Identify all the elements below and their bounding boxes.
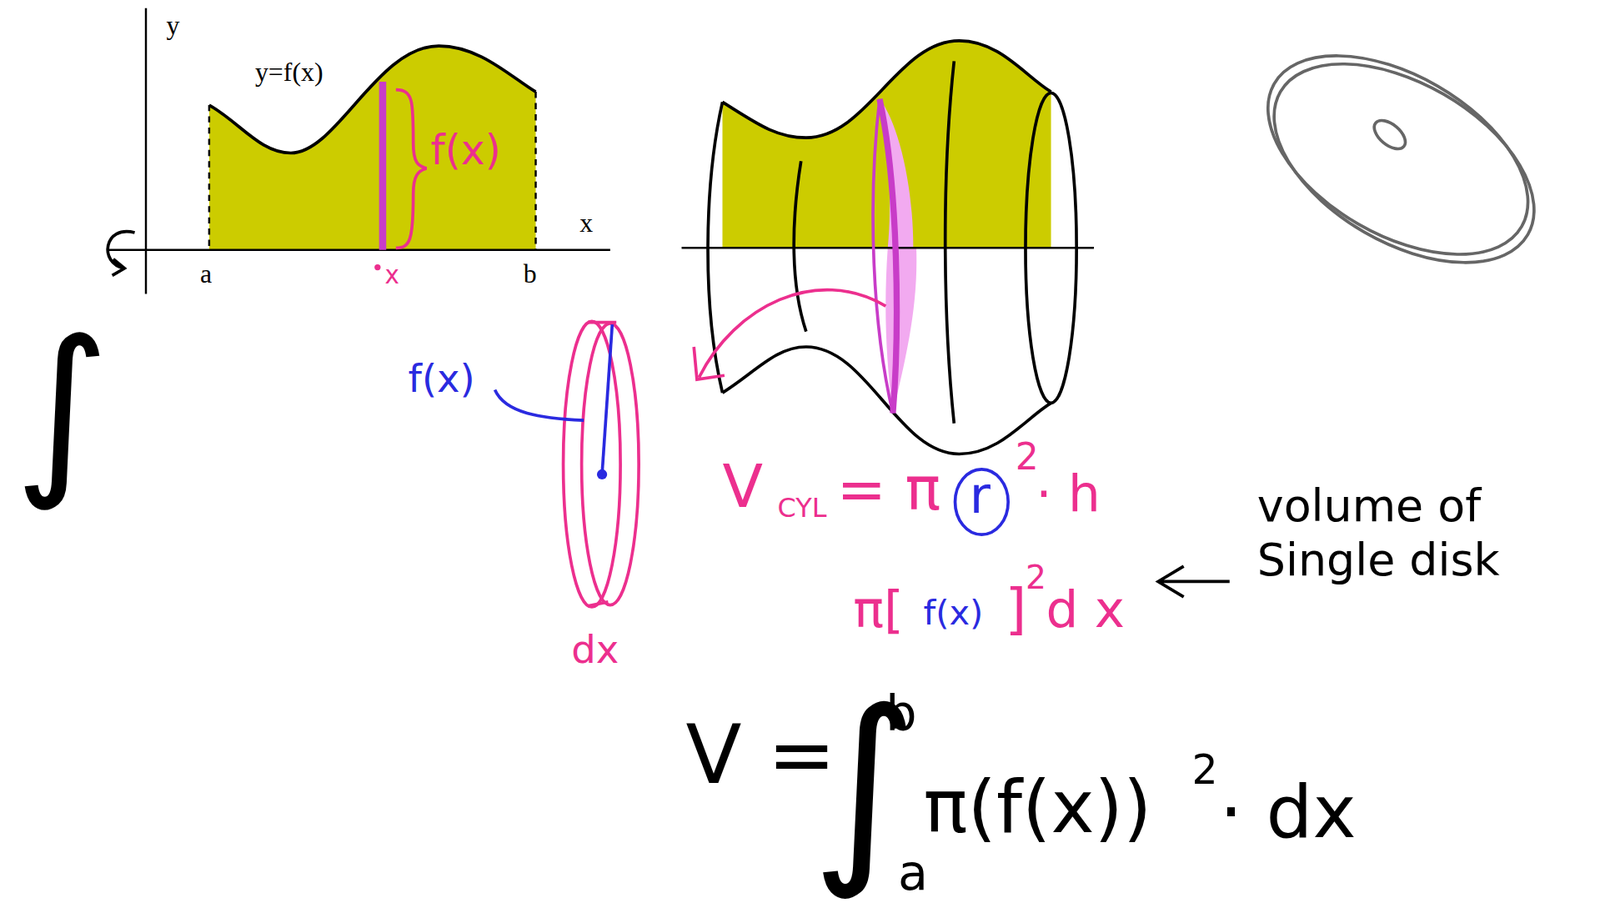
strip [379,81,387,251]
pointing-arrow [1158,566,1230,597]
radius-label: f(x) [408,359,476,399]
disk [581,323,640,606]
cd-sketch [1234,15,1569,304]
formula-exponent: 2 [1025,561,1047,594]
disk [563,321,622,607]
rotation-symbol [107,231,135,276]
formula-part: r [969,469,991,521]
axis-label: x [579,210,593,237]
dot [374,264,381,271]
disk-edge [587,322,617,607]
formula-subscript: CYL [777,495,828,522]
radius-line [601,324,612,475]
formula-part: f(x) [923,595,984,631]
disk-slice [872,99,893,414]
curve-label: y=f(x) [255,59,324,86]
integral-limit: b [885,689,917,739]
formula-exponent: 2 [1191,750,1218,792]
formula-part: π(f(x)) [923,770,1153,844]
circle-mark [955,469,1009,535]
axes [107,8,611,295]
formula-part: π[ [852,583,904,635]
formula-part: d x [1045,583,1125,635]
pointer-arrow [693,290,886,381]
bound-label: a [200,260,212,288]
brace [396,90,427,249]
integral-limit: a [897,848,928,898]
center-dot [596,469,607,480]
axis-label: y [165,12,180,40]
formula-part: · dx [1219,775,1357,849]
height-label: f(x) [430,130,501,172]
formula-exponent: 2 [1015,438,1039,476]
bound-label: b [523,260,537,288]
bound-line [209,91,537,251]
strip-label: x [384,263,399,288]
formula-part: · h [1035,467,1101,519]
formula-part: V [722,456,763,517]
axis [682,246,1094,249]
formula-part: ] [1004,581,1027,637]
area-fill [209,45,537,251]
disk-slice [879,99,897,414]
formula-part: = π [837,459,942,519]
integral-sign: ∫ [14,315,111,500]
leader-line [495,389,584,421]
thickness-label: dx [571,630,619,670]
note: volume of Single disk [1257,479,1585,587]
